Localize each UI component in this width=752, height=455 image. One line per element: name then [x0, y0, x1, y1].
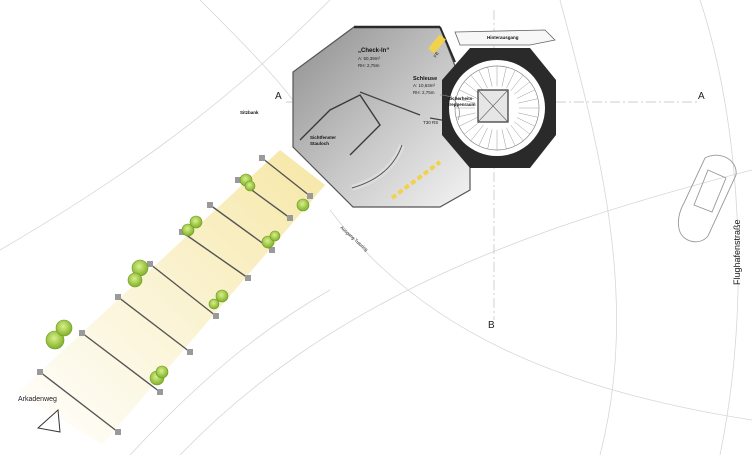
arcade-column — [307, 193, 313, 199]
tree — [215, 289, 229, 303]
stair-step — [470, 75, 484, 91]
stair-step — [455, 98, 476, 104]
checkin-area: A: 50,39m² — [358, 56, 381, 61]
window-label-1: Sichtfenster — [310, 135, 336, 140]
arcade-column — [245, 275, 251, 281]
stair-step — [487, 66, 493, 87]
arcade-column — [157, 389, 163, 395]
stair-step — [464, 121, 480, 135]
schleuse-height: RH: 2,75m — [413, 90, 435, 95]
tree — [208, 298, 220, 310]
schleuse-area: A: 10,63m² — [413, 83, 436, 88]
arcade-column — [187, 349, 193, 355]
schleuse-title: Schleuse — [413, 76, 437, 82]
arcade-column — [287, 215, 293, 221]
building — [292, 25, 471, 208]
rear-exit-label: Hinterausgang — [487, 35, 519, 40]
building-floor — [292, 26, 471, 208]
checkin-height: RH: 2,75m — [358, 63, 380, 68]
arcade-bench — [39, 371, 119, 433]
stair-step — [518, 112, 539, 118]
stair-step — [470, 125, 484, 141]
stair-step — [510, 75, 524, 91]
arcade-column — [269, 247, 275, 253]
arcade-column — [115, 429, 121, 435]
arkadenweg-label: Arkadenweg — [18, 396, 57, 403]
stair-step — [514, 121, 530, 135]
arcade-bench — [261, 157, 311, 197]
tree — [269, 230, 281, 242]
tree — [296, 198, 310, 212]
arcade-column — [235, 177, 241, 183]
arcade-bench — [181, 231, 249, 279]
trees — [45, 173, 310, 386]
stair-label-2: treppenraum — [448, 102, 476, 107]
arcade-bench — [209, 204, 273, 251]
north-arrow-icon — [36, 408, 61, 433]
arcade-column — [115, 294, 121, 300]
tree — [127, 272, 143, 288]
stair-step — [459, 117, 478, 127]
arcade-column — [259, 155, 265, 161]
stair-step — [518, 98, 539, 104]
stair-step — [506, 127, 516, 146]
arcade-column — [213, 313, 219, 319]
street-label: Flughafenstraße — [732, 219, 742, 285]
stair-step — [487, 129, 493, 150]
stair-step — [478, 127, 488, 146]
arcade-benches — [37, 155, 313, 435]
arcade-column — [79, 330, 85, 336]
arcade-column — [207, 202, 213, 208]
stair-step — [478, 70, 488, 89]
stair-label-1: Sicherheits- — [448, 96, 474, 101]
tree — [189, 215, 203, 229]
window-label-2: Stauloch — [310, 141, 329, 146]
stair-step — [501, 129, 507, 150]
tree — [155, 365, 169, 379]
fire-tag: FB — [433, 51, 440, 58]
section-a-right: A — [698, 91, 705, 102]
arcade-bench — [81, 332, 161, 393]
stair-tower — [439, 48, 556, 168]
stair-step — [516, 89, 535, 99]
stair-step — [459, 89, 478, 99]
car — [677, 154, 737, 243]
arkadenweg-path — [18, 150, 325, 445]
stair-step — [506, 70, 516, 89]
section-a-left: A — [275, 91, 282, 102]
bench-label: Sitzbank — [240, 110, 259, 115]
rear-exit — [454, 29, 556, 46]
stair-step — [514, 81, 530, 95]
stair-step — [464, 81, 480, 95]
tree — [55, 319, 73, 337]
fire-door-label: T30 RS — [423, 120, 438, 125]
stair-step — [516, 117, 535, 127]
checkin-title: „Check-In“ — [358, 48, 389, 54]
arcade-column — [179, 229, 185, 235]
section-b: B — [488, 320, 495, 331]
tree — [181, 223, 195, 237]
tree — [45, 330, 65, 350]
stair-step — [510, 125, 524, 141]
tree — [244, 180, 256, 192]
stair-step — [501, 66, 507, 87]
arcade-bench — [149, 263, 217, 317]
exit-label: Ausgang Tuturing — [339, 225, 369, 253]
arcade-bench — [117, 296, 191, 353]
arcade-column — [37, 369, 43, 375]
arcade-column — [147, 261, 153, 267]
